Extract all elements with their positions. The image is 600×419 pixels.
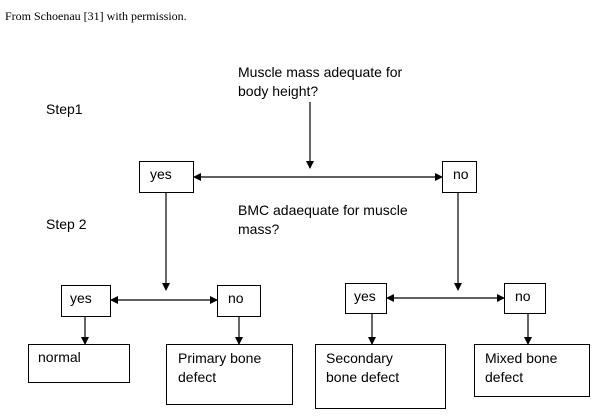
outcome-secondary-bone-defect: Secondary bone defect bbox=[315, 344, 446, 409]
outcome-primary-label: Primary bone defect bbox=[178, 350, 262, 385]
question-muscle-mass: Muscle mass adequate for body height? bbox=[238, 64, 403, 99]
step2-label: Step 2 bbox=[46, 216, 87, 232]
no-box-right: no bbox=[504, 283, 546, 314]
outcome-mixed-bone-defect: Mixed bone defect bbox=[474, 344, 590, 397]
yes-box-right: yes bbox=[345, 283, 387, 314]
outcome-primary-bone-defect: Primary bone defect bbox=[166, 344, 293, 405]
outcome-normal: normal bbox=[28, 344, 130, 383]
yes-box-left-label: yes bbox=[70, 290, 92, 306]
yes-box-step1: yes bbox=[139, 161, 194, 193]
outcome-secondary-label: Secondary bone defect bbox=[326, 350, 400, 385]
question-bmc: BMC adaequate for muscle mass? bbox=[238, 202, 408, 237]
no-box-left: no bbox=[217, 285, 261, 317]
outcome-mixed-label: Mixed bone defect bbox=[485, 350, 558, 385]
yes-box-step1-label: yes bbox=[150, 166, 172, 182]
yes-box-left: yes bbox=[61, 285, 111, 317]
no-box-step1-label: no bbox=[453, 166, 469, 182]
no-box-left-label: no bbox=[228, 290, 244, 306]
no-box-right-label: no bbox=[515, 288, 531, 304]
step1-label: Step1 bbox=[46, 101, 83, 117]
no-box-step1: no bbox=[442, 161, 477, 193]
outcome-normal-label: normal bbox=[38, 349, 81, 365]
figure-caption: From Schoenau [31] with permission. bbox=[5, 9, 187, 23]
yes-box-right-label: yes bbox=[354, 288, 376, 304]
